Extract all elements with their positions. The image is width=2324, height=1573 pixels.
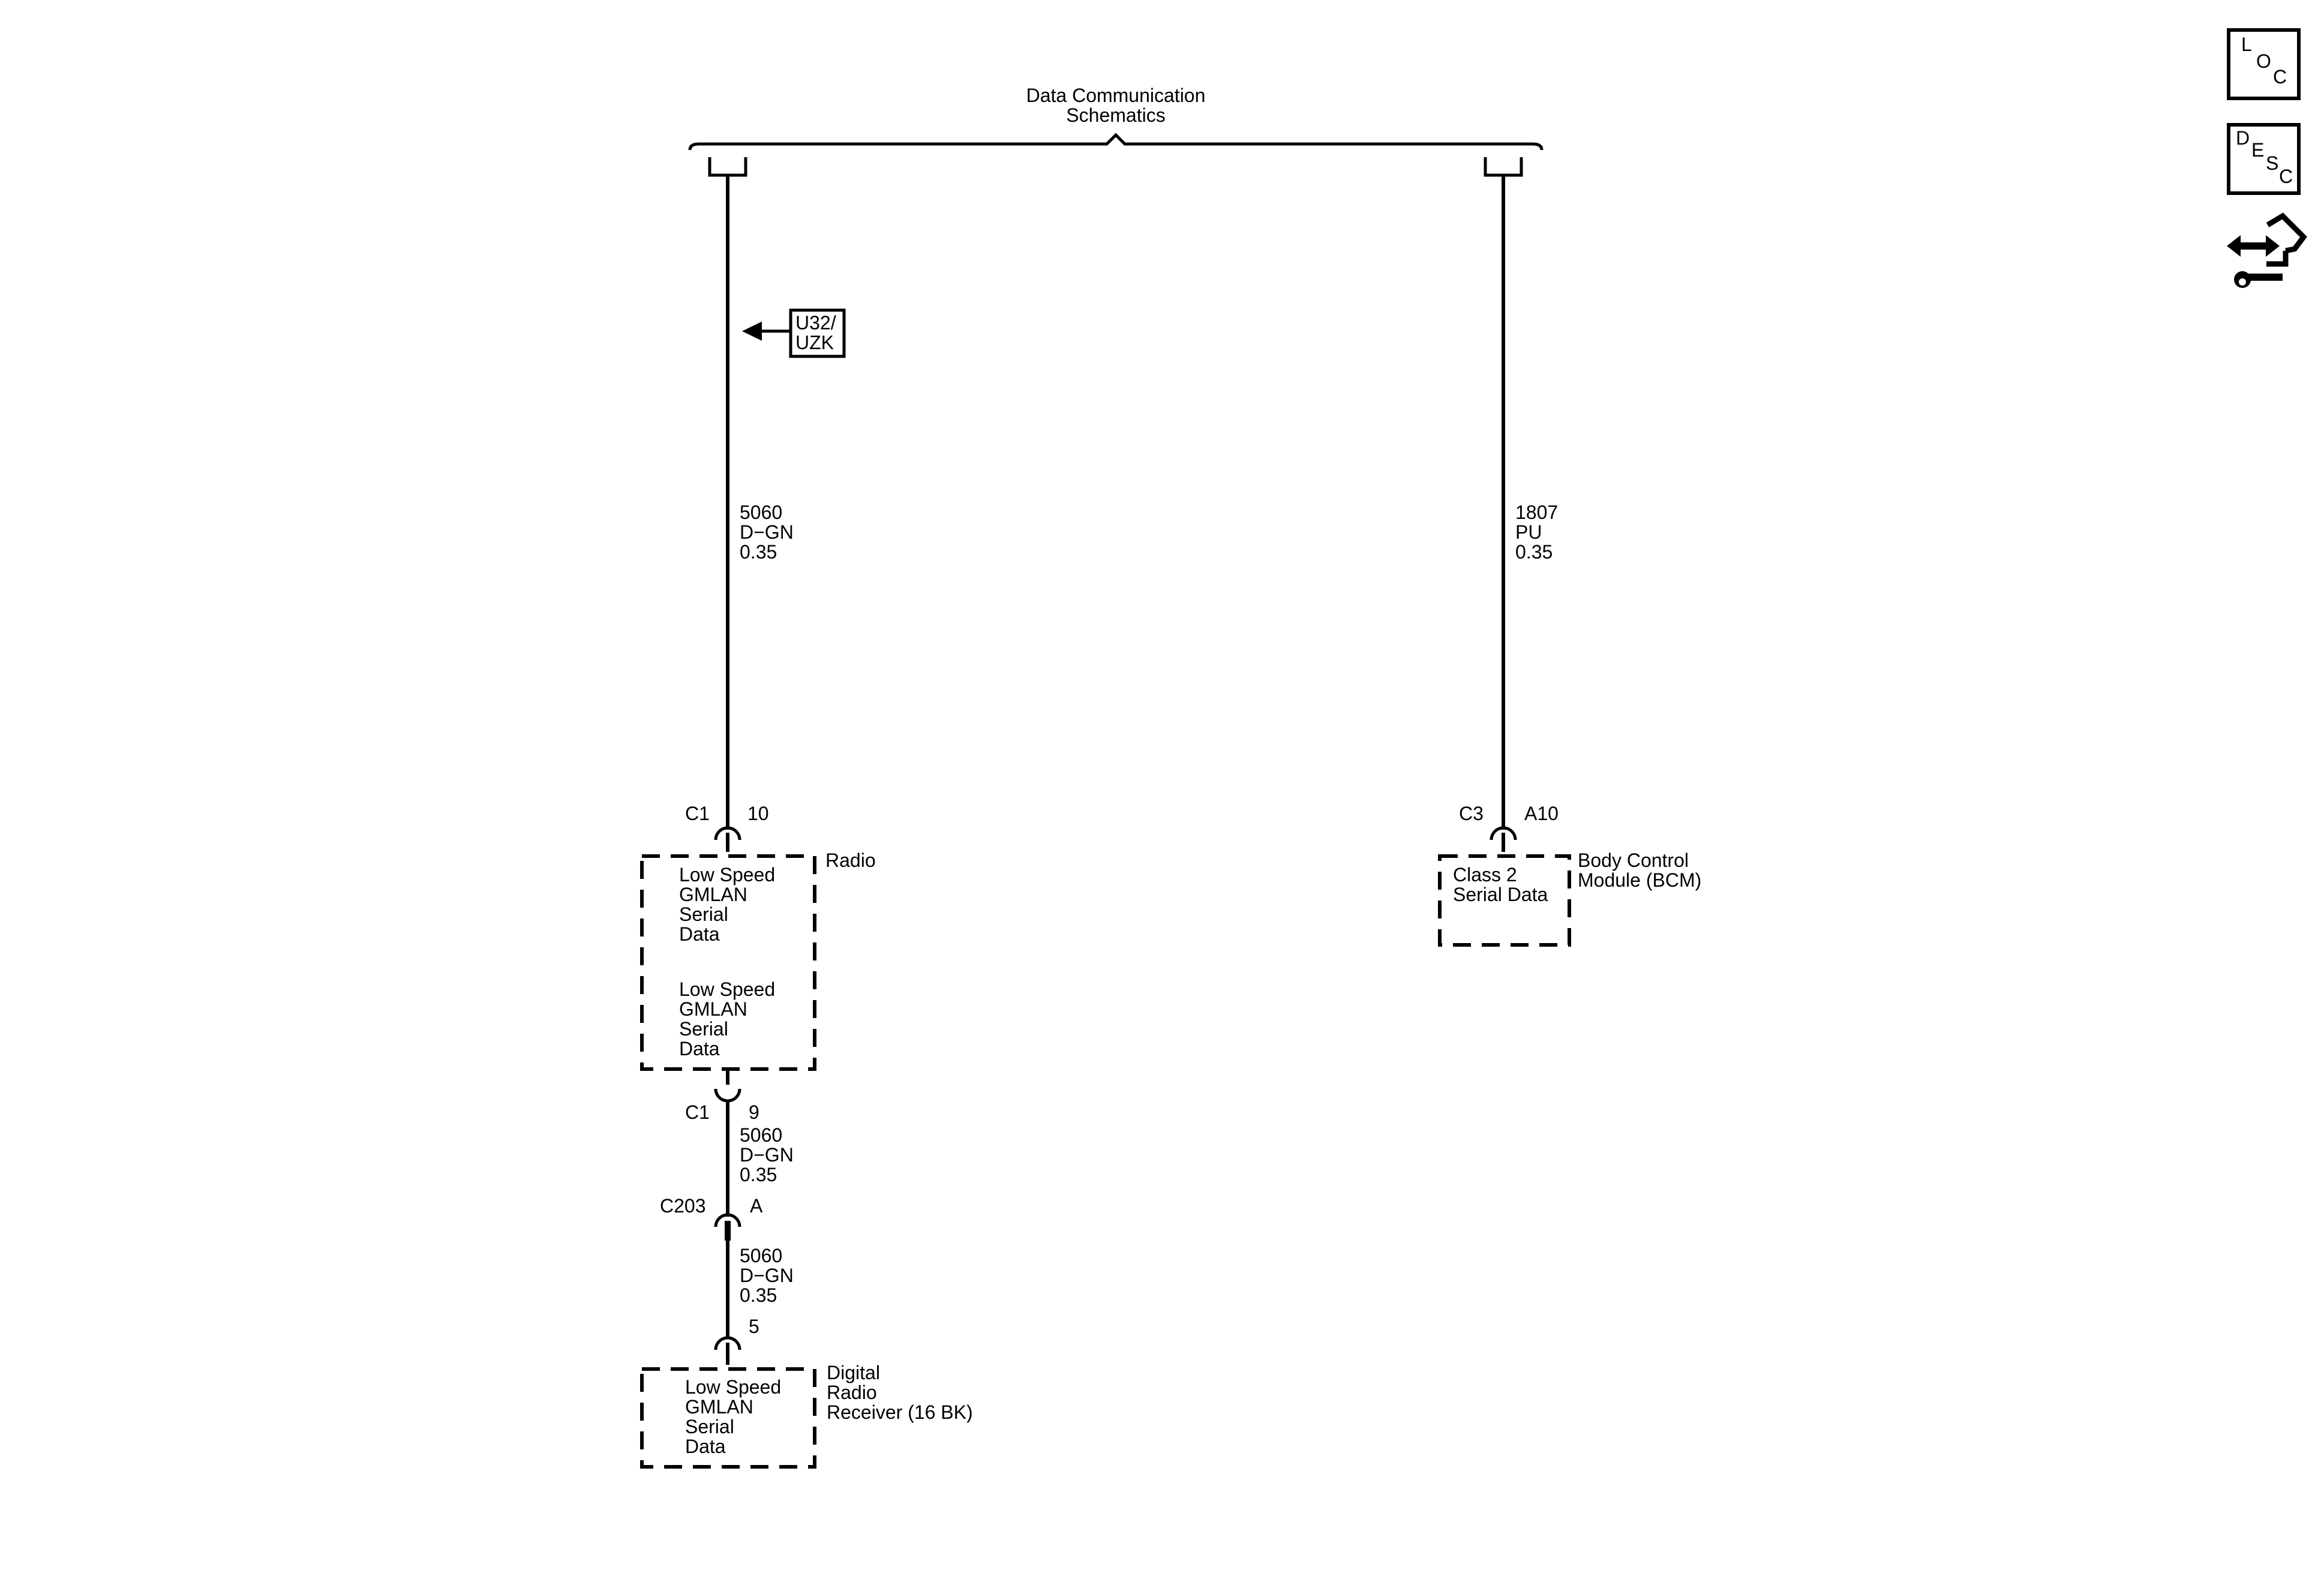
option-arrow-head xyxy=(742,322,762,341)
loc-icon-letter-3: C xyxy=(2273,66,2287,88)
desc-icon[interactable]: D E S C xyxy=(2229,125,2299,193)
wire-5060-top-label: 5060 D−GN 0.35 xyxy=(740,502,794,563)
connector-receiver-cap xyxy=(714,1336,741,1350)
bcm-func: Class 2 Serial Data xyxy=(1453,864,1548,905)
desc-icon-frame xyxy=(2227,123,2301,195)
schematic-title: Data Communication Schematics xyxy=(1026,85,1206,126)
radio-module-name: Radio xyxy=(825,849,876,871)
right-bracket-tap xyxy=(1484,157,1523,177)
bcm-module-name: Body Control Module (BCM) xyxy=(1578,849,1702,891)
loc-icon[interactable]: L O C xyxy=(2229,30,2299,98)
wire-1807-label: 1807 PU 0.35 xyxy=(1515,502,1559,563)
radio-func-lower: Low Speed GMLAN Serial Data xyxy=(679,978,776,1059)
receiver-box xyxy=(640,1367,816,1469)
radio-top-pin-label: 10 xyxy=(747,803,769,824)
bcm-box xyxy=(1438,854,1571,947)
bcm-pin-label: A10 xyxy=(1524,803,1559,824)
inline-connector-label: C203 xyxy=(660,1195,706,1217)
left-bracket-tap xyxy=(708,157,747,177)
bcm-connector-label: C3 xyxy=(1459,803,1484,824)
connector-c3-a10-cap xyxy=(1490,826,1517,840)
radio-top-connector-label: C1 xyxy=(685,803,710,824)
wire-5060-mid-label: 5060 D−GN 0.35 xyxy=(740,1124,794,1185)
receiver-pin-label: 5 xyxy=(749,1316,759,1337)
loc-icon-letter-2: O xyxy=(2256,50,2271,72)
wire-5060-low-label: 5060 D−GN 0.35 xyxy=(740,1245,794,1306)
loc-icon-letter-1: L xyxy=(2241,34,2252,55)
desc-icon-letter-4: C xyxy=(2279,166,2293,187)
receiver-module-name: Digital Radio Receiver (16 BK) xyxy=(827,1362,973,1423)
option-ref-box xyxy=(789,308,846,358)
connector-c1-9-cap xyxy=(714,1088,741,1103)
connector-c1-10-cap xyxy=(714,826,741,840)
inline-pin-label: A xyxy=(750,1195,763,1217)
radio-bottom-pin-label: 9 xyxy=(749,1101,759,1123)
desc-icon-letter-3: S xyxy=(2266,152,2279,174)
loc-icon-frame xyxy=(2227,28,2301,100)
desc-icon-letter-2: E xyxy=(2251,139,2265,161)
desc-icon-letter-1: D xyxy=(2236,127,2250,149)
receiver-func: Low Speed GMLAN Serial Data xyxy=(685,1376,782,1457)
option-ref-label[interactable]: U32/ UZK xyxy=(795,312,836,353)
connector-repair-icon xyxy=(2227,212,2307,288)
radio-func-upper: Low Speed GMLAN Serial Data xyxy=(679,864,776,945)
radio-bottom-connector-label: C1 xyxy=(685,1101,710,1123)
schematic-bracket xyxy=(688,133,1544,151)
connector-c203-cap xyxy=(714,1213,741,1227)
